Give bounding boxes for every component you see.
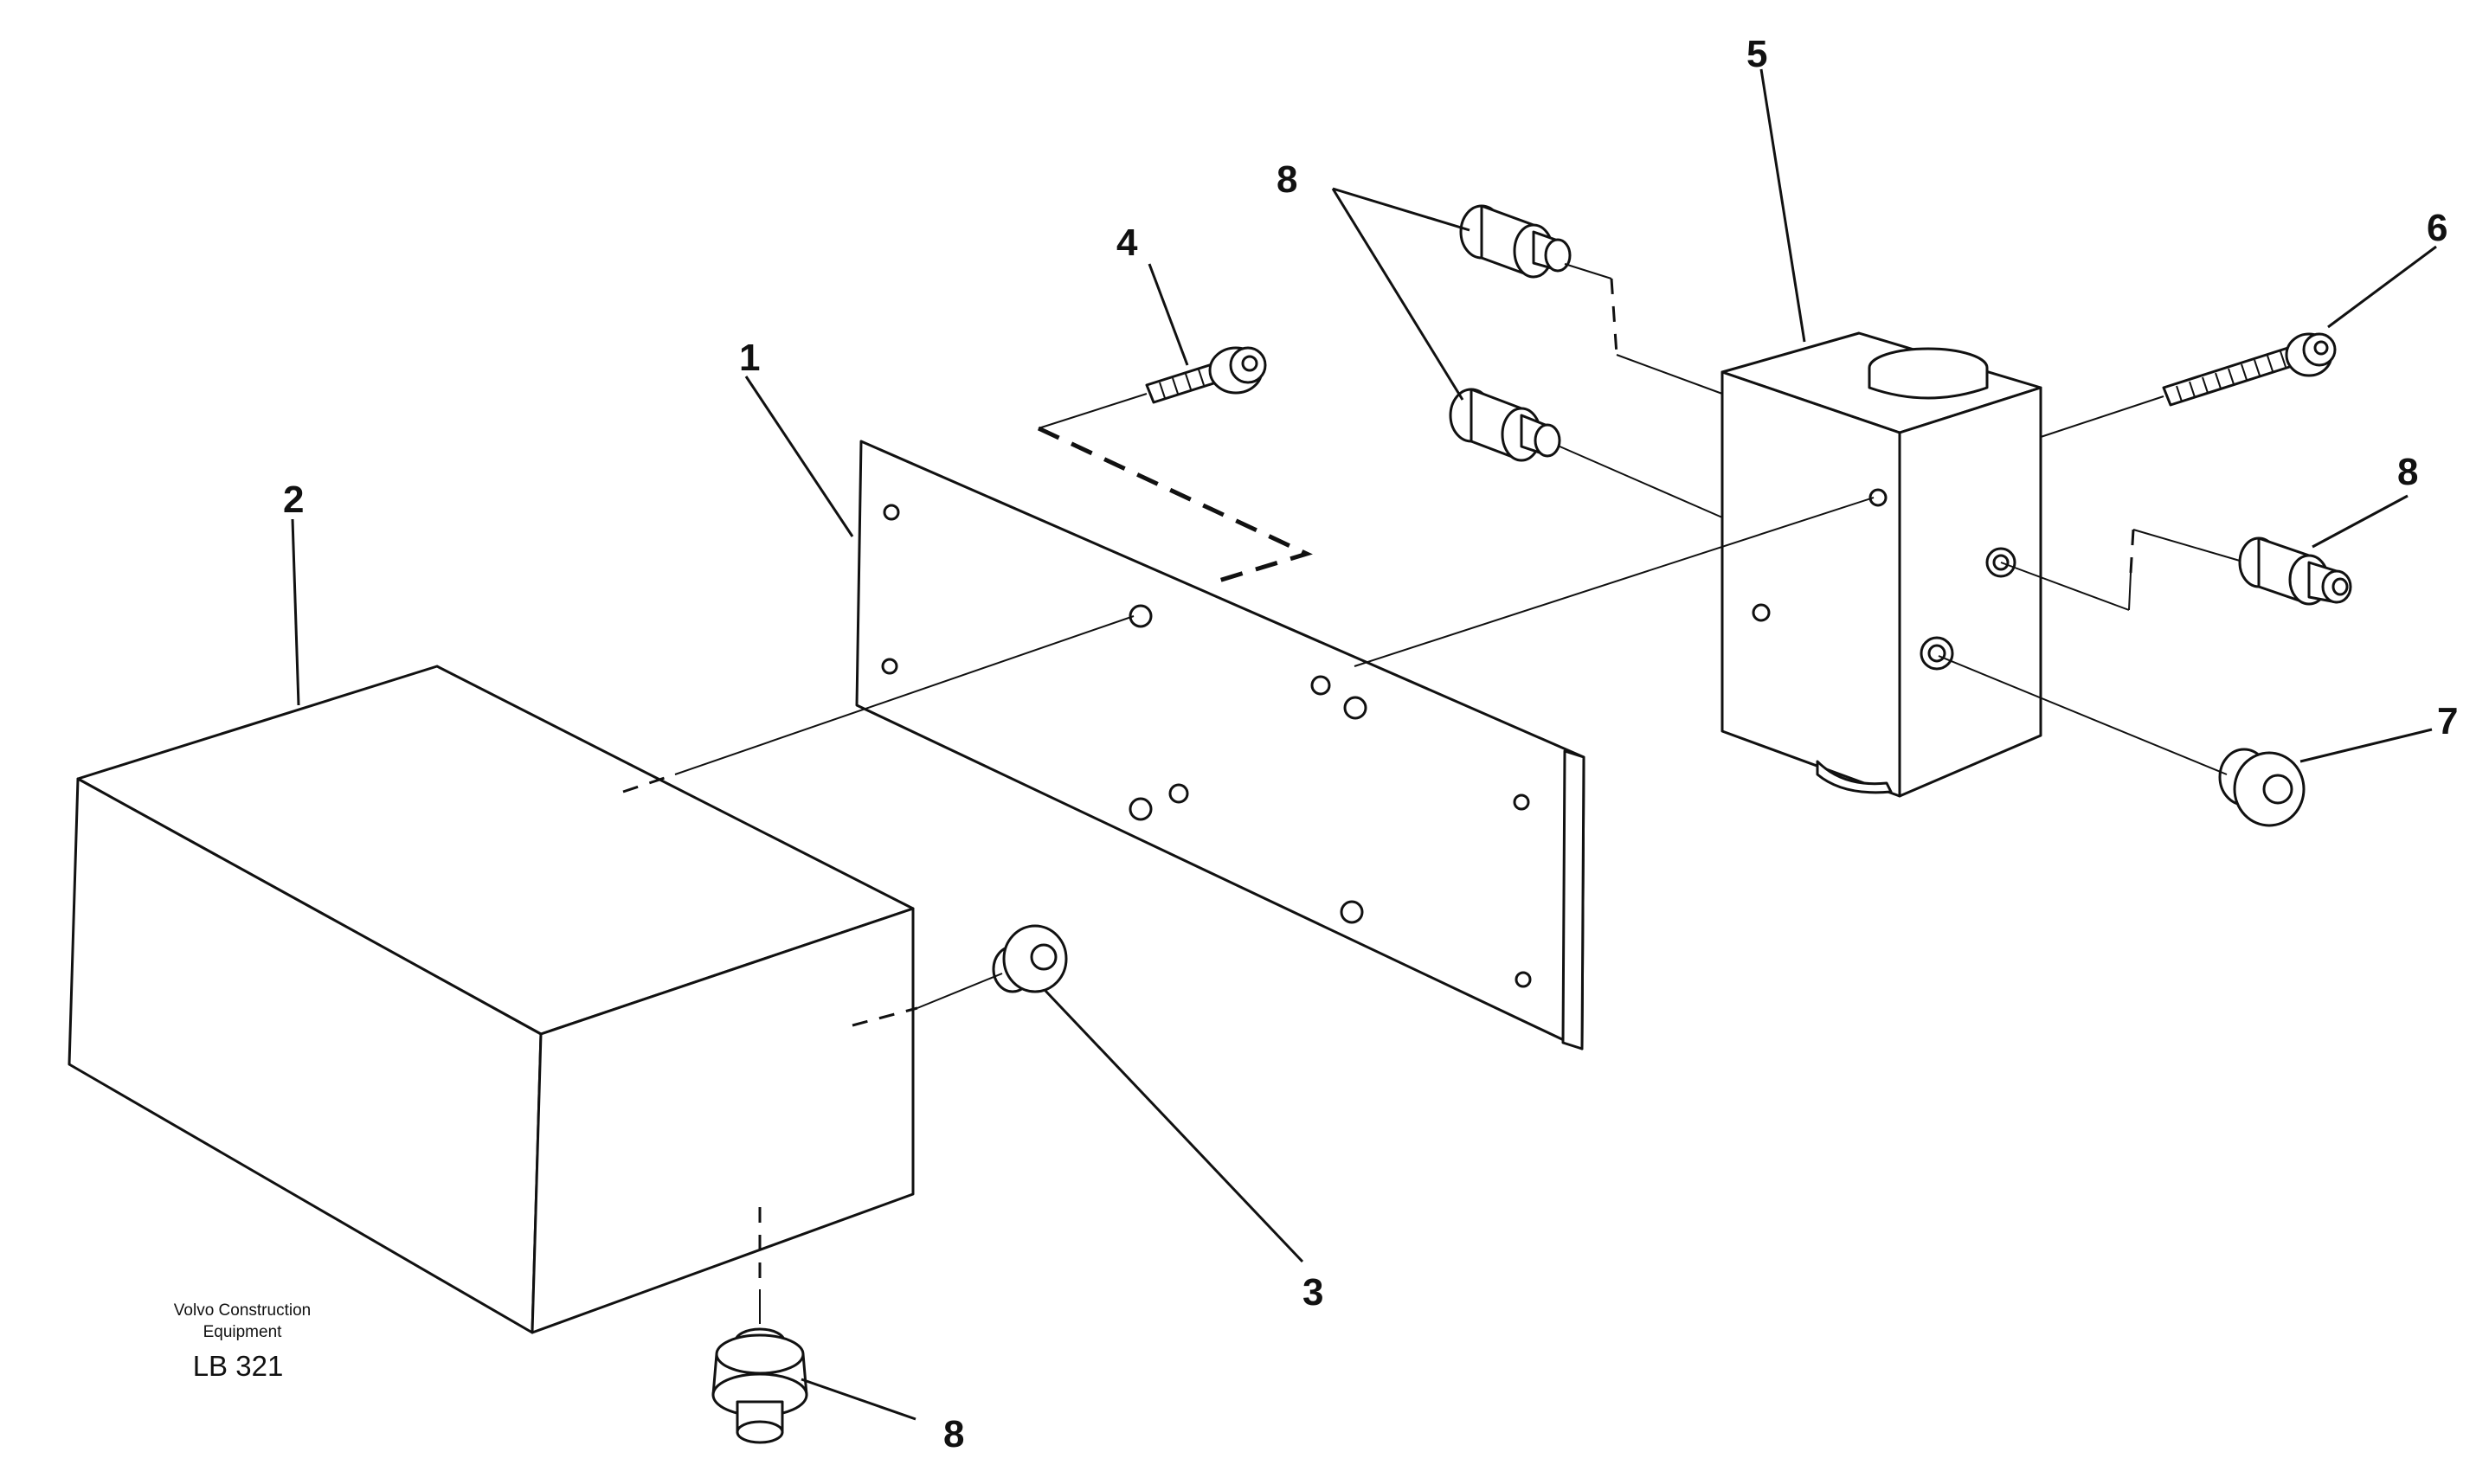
part-1-plate [855,440,1585,1050]
caption-line-1: Volvo Construction [174,1301,311,1320]
part-2-box [68,665,915,1334]
part-3-plug [992,924,1068,993]
callout-numbers: 1 2 3 4 5 6 7 8 8 8 [283,33,2458,1455]
caption-line-2: Equipment [203,1323,283,1341]
callout-4: 4 [1116,222,1138,264]
callout-8-right: 8 [2397,451,2418,493]
leader-lines [291,68,2437,1421]
callout-5: 5 [1746,33,1767,75]
callout-1: 1 [739,337,760,379]
part-8-fitting-top-2 [1449,388,1561,462]
part-8-fitting-bottom [711,1327,808,1444]
part-5-valve-block [1720,331,2042,798]
part-8-fitting-right [2238,536,2352,606]
part-7-plug [2218,748,2306,827]
callout-8-top: 8 [1277,158,1297,201]
part-8-fitting-top-1 [1459,204,1572,279]
callout-6: 6 [2427,207,2447,249]
part-6-screw [2162,332,2337,407]
part-4-screw [1145,346,1267,404]
callout-2: 2 [283,479,304,521]
caption-code: LB 321 [193,1350,284,1382]
callout-8-bottom: 8 [943,1413,964,1455]
drawing-caption: Volvo Construction Equipment LB 321 [174,1301,311,1382]
callout-3: 3 [1302,1271,1323,1314]
callout-7: 7 [2437,700,2458,742]
assembly-lines [622,263,2241,1324]
